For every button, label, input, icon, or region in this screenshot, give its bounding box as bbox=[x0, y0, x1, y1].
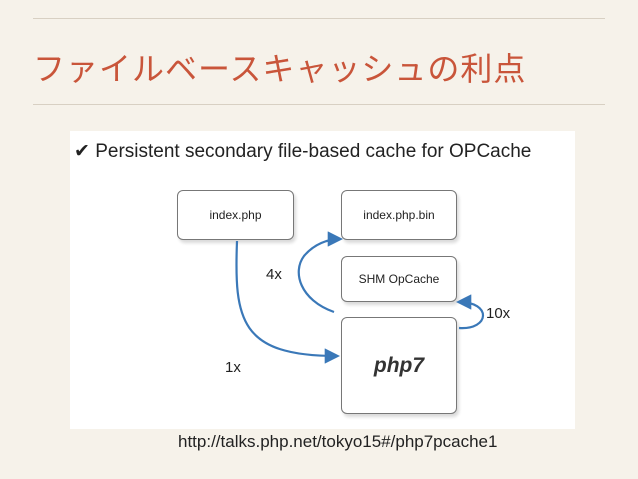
index-php-bin-label: index.php.bin bbox=[363, 208, 435, 222]
diagram-heading: ✔ Persistent secondary file-based cache … bbox=[74, 141, 532, 162]
title-divider bbox=[33, 104, 605, 105]
shm-opcache-label: SHM OpCache bbox=[358, 272, 440, 286]
shm-opcache-box: SHM OpCache bbox=[341, 256, 457, 302]
label-4x: 4x bbox=[266, 266, 282, 283]
index-php-box: index.php bbox=[177, 190, 294, 240]
label-1x: 1x bbox=[225, 359, 241, 376]
php7-logo: php7 bbox=[373, 353, 425, 377]
arrow-shm-loop bbox=[455, 294, 485, 330]
top-divider bbox=[33, 18, 605, 19]
label-10x: 10x bbox=[486, 305, 511, 322]
arrow-index-to-php7 bbox=[235, 240, 341, 364]
slide-title: ファイルベースキャッシュの利点 bbox=[33, 50, 527, 88]
php7-box: php7 bbox=[341, 317, 457, 414]
index-php-label: index.php bbox=[209, 208, 262, 222]
source-url[interactable]: http://talks.php.net/tokyo15#/php7pcache… bbox=[178, 432, 498, 451]
arrow-php7-to-index-bin bbox=[297, 231, 344, 314]
diagram-panel bbox=[70, 131, 575, 429]
index-php-bin-box: index.php.bin bbox=[341, 190, 457, 240]
